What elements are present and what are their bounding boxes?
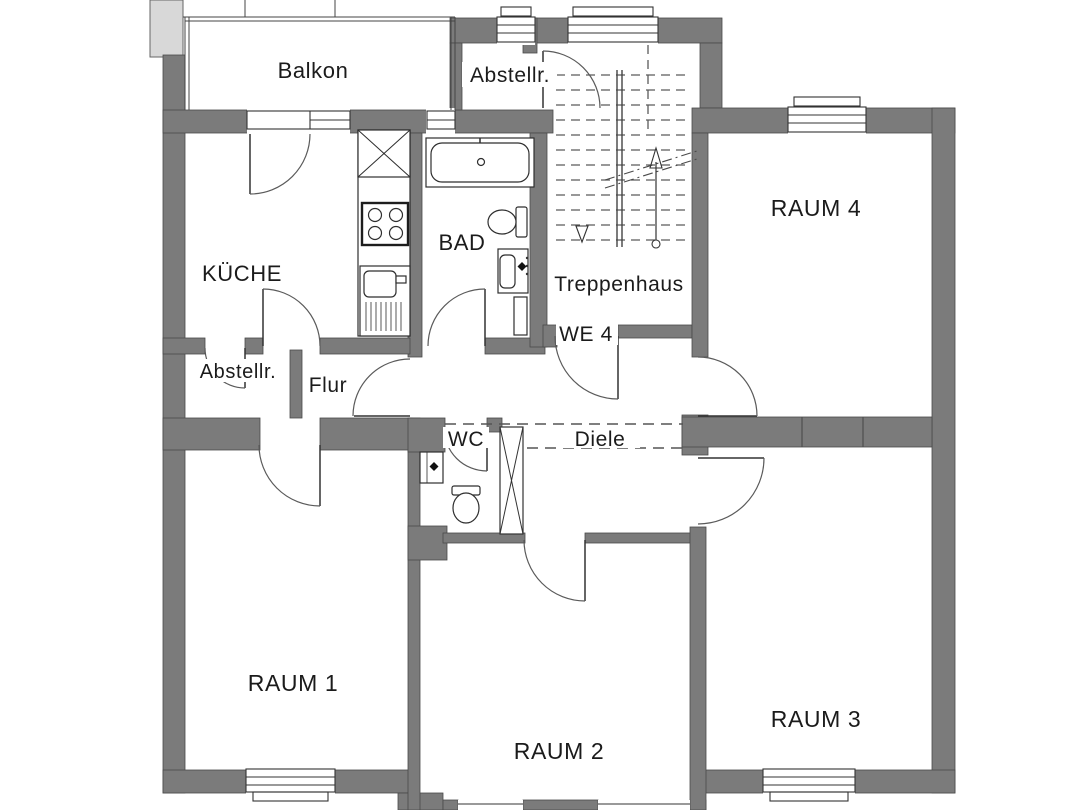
wc-toilet-icon [451, 485, 481, 524]
kitchen-fixtures [357, 129, 411, 337]
balcony-door [249, 133, 311, 195]
wc-sink-icon [419, 451, 444, 484]
room-label-kueche: KÜCHE [202, 261, 282, 286]
room-label-treppenhaus: Treppenhaus [554, 273, 684, 296]
room-label-raum1: RAUM 1 [248, 670, 339, 696]
room4-door [697, 356, 758, 417]
bathtub-icon [425, 137, 535, 188]
kitchen-door [262, 288, 321, 347]
stair-direction-arrow [649, 146, 663, 249]
wall-openings [246, 14, 866, 810]
room2-door [523, 539, 586, 602]
bad-sink-icon [497, 248, 529, 294]
stove-icon [360, 201, 410, 247]
kitchen-sink-icon [359, 265, 411, 337]
bad-radiator-icon [513, 296, 528, 336]
stairs [556, 45, 701, 249]
duct-shaft [499, 426, 524, 535]
wc-lobby-door [352, 358, 411, 417]
room-label-raum2: RAUM 2 [514, 738, 605, 764]
room-label-abstellraum: Abstellr. [200, 361, 277, 383]
balcony-railing [184, 16, 456, 110]
room3-door [697, 457, 765, 525]
wc-fixtures [419, 451, 481, 524]
room-label-wc: WC [448, 428, 484, 451]
room-label-flur: Flur [309, 374, 348, 397]
kitchen-cabinet-icon [357, 129, 411, 178]
bad-toilet-icon [487, 206, 528, 238]
unit-label-we4: WE 4 [559, 323, 613, 346]
room-label-diele: Diele [575, 428, 626, 451]
apartment-entry-door [554, 335, 619, 400]
room1-door [258, 444, 321, 507]
room-label-raum4: RAUM 4 [771, 195, 862, 221]
room-label-abstellraum-top: Abstellr. [470, 64, 550, 87]
adjacent-building-stub [149, 0, 455, 58]
bathroom-fixtures [425, 137, 535, 336]
stair-arrow-down [575, 225, 589, 244]
bathroom-door [427, 288, 486, 347]
room-labels: Balkon Abstellr. KÜCHE BAD Treppenhaus W… [194, 58, 861, 764]
windows [245, 6, 867, 805]
room-label-raum3: RAUM 3 [771, 706, 862, 732]
room-label-balkon: Balkon [278, 58, 349, 83]
room-label-bad: BAD [438, 230, 485, 255]
